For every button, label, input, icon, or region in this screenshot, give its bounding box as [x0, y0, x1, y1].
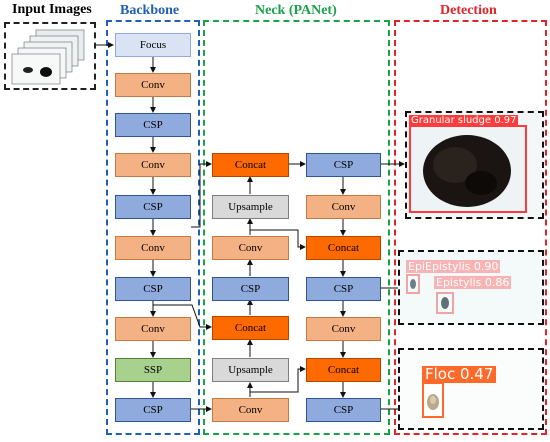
epistylis-label-2: Epistylis 0.86 [434, 276, 512, 289]
neck-frame [203, 20, 390, 435]
backbone-csp-block-3: CSP [115, 277, 191, 301]
backbone-csp-block-1: CSP [115, 113, 191, 137]
neck-concat-right-2: Concat [306, 358, 381, 382]
neck-conv-right-2: Conv [306, 317, 381, 341]
neck-csp-right-3: CSP [306, 398, 381, 422]
neck-conv-bottom: Conv [212, 398, 289, 422]
backbone-conv-block-1: Conv [115, 73, 191, 97]
epistylis-label-1: EpiEpistylis 0.90 [406, 260, 501, 273]
backbone-focus-block: Focus [115, 33, 191, 57]
granular-sludge-label: Granular sludge 0.97 [409, 115, 519, 127]
detection-frame [394, 20, 547, 435]
backbone-conv-block-2: Conv [115, 153, 191, 177]
neck-concat-mid: Concat [212, 316, 289, 340]
backbone-ssp-block: SSP [115, 358, 191, 382]
neck-title: Neck (PANet) [255, 3, 337, 18]
neck-csp-mid: CSP [212, 277, 289, 301]
detection-result-3: Floc 0.47 [398, 348, 544, 430]
detection-result-2: EpiEpistylis 0.90 Epistylis 0.86 [398, 250, 544, 325]
backbone-csp-block-4: CSP [115, 398, 191, 422]
input-frame [4, 22, 96, 90]
floc-box [422, 382, 444, 418]
epistylis-box-2 [436, 292, 454, 314]
epistylis-box-1 [406, 274, 420, 294]
detection-result-1: Granular sludge 0.97 [405, 111, 544, 219]
backbone-csp-block-2: CSP [115, 195, 191, 219]
neck-conv-mid: Conv [212, 236, 289, 260]
neck-csp-right-1: CSP [306, 153, 381, 177]
input-image-stack [10, 28, 90, 86]
neck-concat-right-1: Concat [306, 236, 381, 260]
backbone-conv-block-4: Conv [115, 317, 191, 341]
backbone-conv-block-3: Conv [115, 236, 191, 260]
input-images-title: Input Images [12, 2, 92, 17]
granular-sludge-box [409, 125, 527, 213]
floc-label: Floc 0.47 [422, 366, 497, 383]
neck-upsample-top: Upsample [212, 195, 289, 219]
neck-csp-right-2: CSP [306, 277, 381, 301]
neck-concat-top: Concat [212, 153, 289, 177]
neck-conv-right-1: Conv [306, 195, 381, 219]
neck-upsample-bottom: Upsample [212, 358, 289, 382]
detection-title: Detection [440, 3, 497, 18]
backbone-title: Backbone [120, 3, 180, 18]
